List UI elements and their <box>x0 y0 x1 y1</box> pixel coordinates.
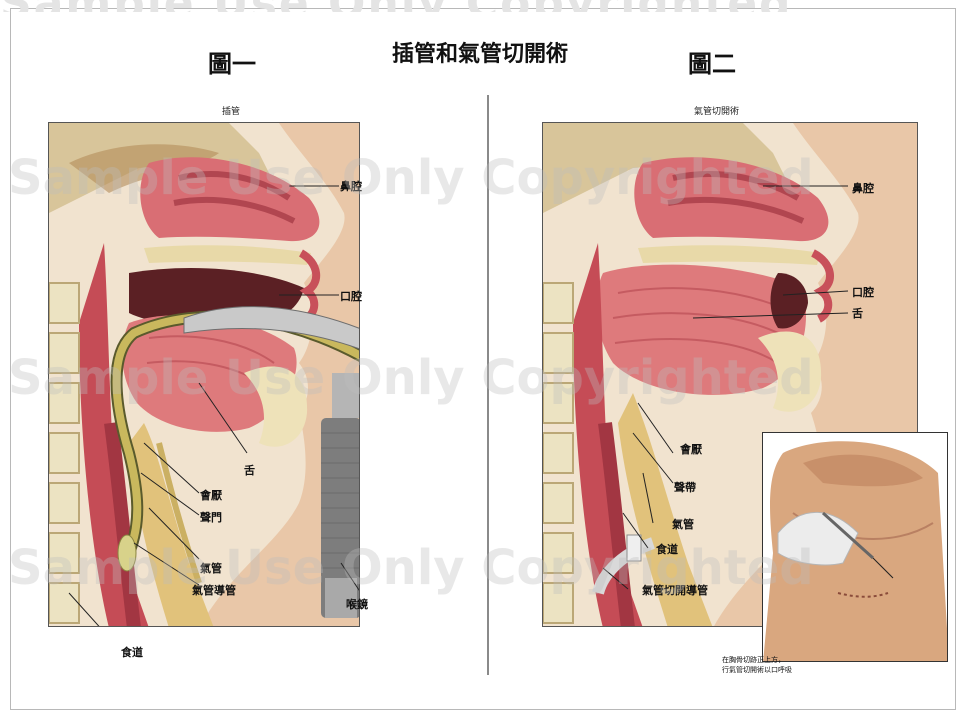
fig2-label-oral: 口腔 <box>852 284 874 300</box>
inset-caption-line1: 在胸骨切跡正上方， <box>722 655 792 665</box>
fig1-label-epiglottis: 會厭 <box>200 487 222 503</box>
main-title: 插管和氣管切開術 <box>0 36 960 68</box>
figure1-subtitle: 插管 <box>222 104 240 117</box>
fig1-label-esophagus: 食道 <box>121 644 143 660</box>
fig1-label-tube: 氣管導管 <box>192 582 236 598</box>
fig2-label-esophagus: 食道 <box>656 541 678 557</box>
intubation-anatomy-svg <box>49 123 360 627</box>
fig2-label-epiglottis: 會厭 <box>680 441 702 457</box>
fig1-label-trachea: 氣管 <box>200 560 222 576</box>
fig1-label-laryngoscope: 喉鏡 <box>346 596 368 612</box>
figure1-illustration <box>48 122 360 627</box>
fig1-label-nasal: 鼻腔 <box>340 178 362 194</box>
fig1-label-tongue: 舌 <box>244 462 255 478</box>
fig1-label-glottis: 聲門 <box>200 509 222 525</box>
inset-caption-line2: 行氣管切開術以口呼吸 <box>722 665 792 675</box>
tracheostomy-inset-illustration <box>762 432 948 662</box>
figure1-title: 圖一 <box>208 44 256 79</box>
divider-line <box>487 95 489 675</box>
figure2-subtitle: 氣管切開術 <box>694 104 739 117</box>
fig2-label-trachea: 氣管 <box>672 516 694 532</box>
watermark-top: Sample Use Only Copyrighted <box>0 0 960 12</box>
figure2-title: 圖二 <box>688 44 736 79</box>
inset-caption: 在胸骨切跡正上方， 行氣管切開術以口呼吸 <box>722 655 792 675</box>
fig2-label-tongue: 舌 <box>852 305 863 321</box>
fig1-label-oral: 口腔 <box>340 288 362 304</box>
fig2-label-trach-tube: 氣管切開導管 <box>642 582 708 598</box>
fig2-label-nasal: 鼻腔 <box>852 180 874 196</box>
neck-incision-svg <box>763 433 948 662</box>
fig2-label-vocal-cords: 聲帶 <box>674 479 696 495</box>
